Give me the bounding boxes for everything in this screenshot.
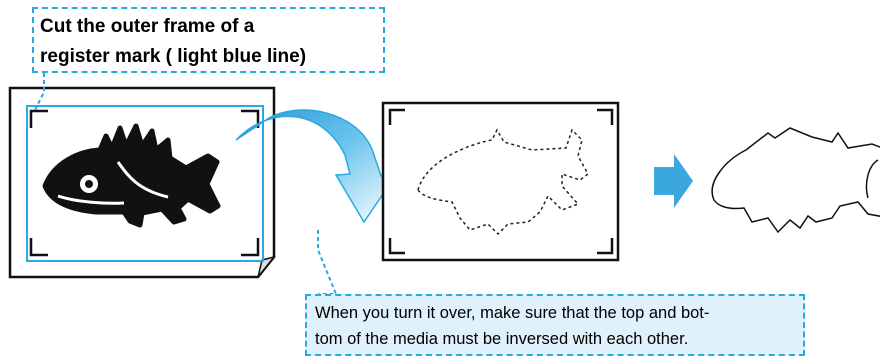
note-text-line2: tom of the media must be inversed with e… [315, 326, 795, 352]
sheet-turned [383, 103, 618, 260]
callout-turn-over-note: When you turn it over, make sure that th… [305, 294, 805, 356]
fish-outline-icon [712, 128, 880, 232]
note-text-line1: When you turn it over, make sure that th… [315, 300, 795, 326]
callout-cut-instruction: Cut the outer frame of a register mark (… [32, 7, 385, 73]
callout-text-line1: Cut the outer frame of a [40, 12, 377, 42]
sheet-original [10, 88, 274, 277]
callout-text-line2: register mark ( light blue line) [40, 42, 377, 72]
right-arrow-icon [654, 154, 693, 208]
